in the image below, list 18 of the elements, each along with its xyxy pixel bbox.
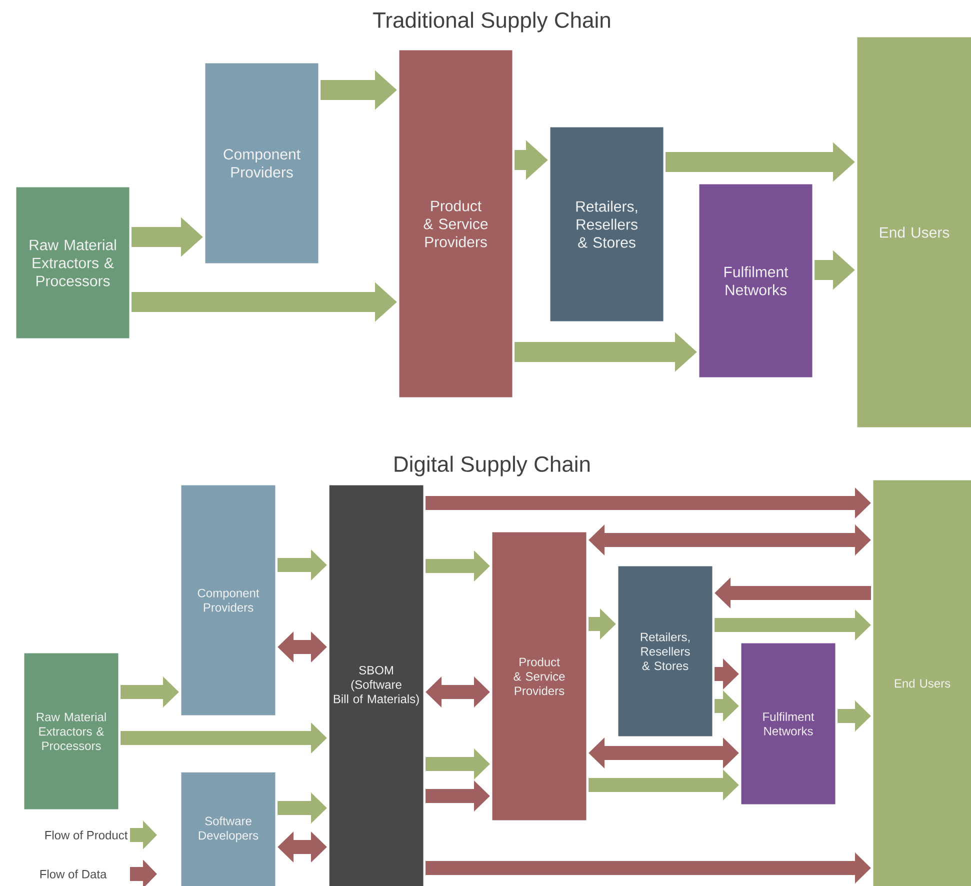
- stage-box: Fulfilment Networks: [699, 184, 812, 378]
- section-title: Traditional Supply Chain: [373, 12, 610, 32]
- stage-box: Component Providers: [205, 63, 318, 264]
- stage-box: Product & Service Providers: [492, 532, 586, 820]
- stage-box: Component Providers: [181, 485, 276, 716]
- legend-label: Flow of Data: [40, 870, 107, 878]
- section-title: Digital Supply Chain: [394, 456, 590, 476]
- stage-box: Retailers, Resellers & Stores: [618, 566, 712, 736]
- stage-box: Fulfilment Networks: [741, 643, 836, 804]
- stage-box: Raw Material Extractors & Processors: [24, 653, 118, 810]
- stage-box: SBOM (Software Bill of Materials): [329, 485, 424, 886]
- stage-box: End Users: [873, 480, 971, 886]
- stage-box: End Users: [857, 37, 971, 428]
- legend-label: Flow of Product: [45, 830, 128, 840]
- stage-box: Raw Material Extractors & Processors: [16, 187, 130, 338]
- stage-box: Software Developers: [181, 772, 276, 886]
- stage-box: Product & Service Providers: [399, 50, 512, 398]
- stage-box: Retailers, Resellers & Stores: [550, 127, 664, 322]
